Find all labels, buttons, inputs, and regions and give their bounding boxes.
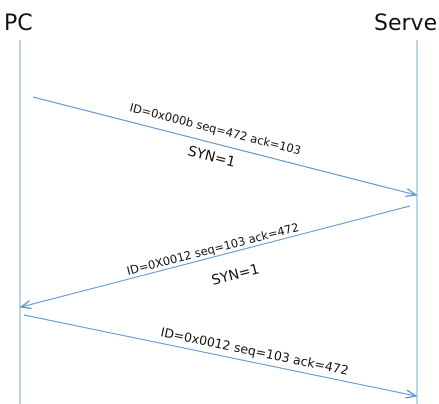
message-label-3: ID=0x0012 seq=103 ack=472 <box>159 324 350 378</box>
message-flag-2: SYN=1 <box>210 261 261 289</box>
pc-label: PC <box>4 11 33 36</box>
server-label: Serve <box>374 11 437 36</box>
message-arrow-3 <box>23 314 416 396</box>
message-arrow-1 <box>32 96 416 195</box>
message-label-2: ID=0X0012 seq=103 ack=472 <box>125 220 300 278</box>
message-arrow-2 <box>21 205 411 307</box>
